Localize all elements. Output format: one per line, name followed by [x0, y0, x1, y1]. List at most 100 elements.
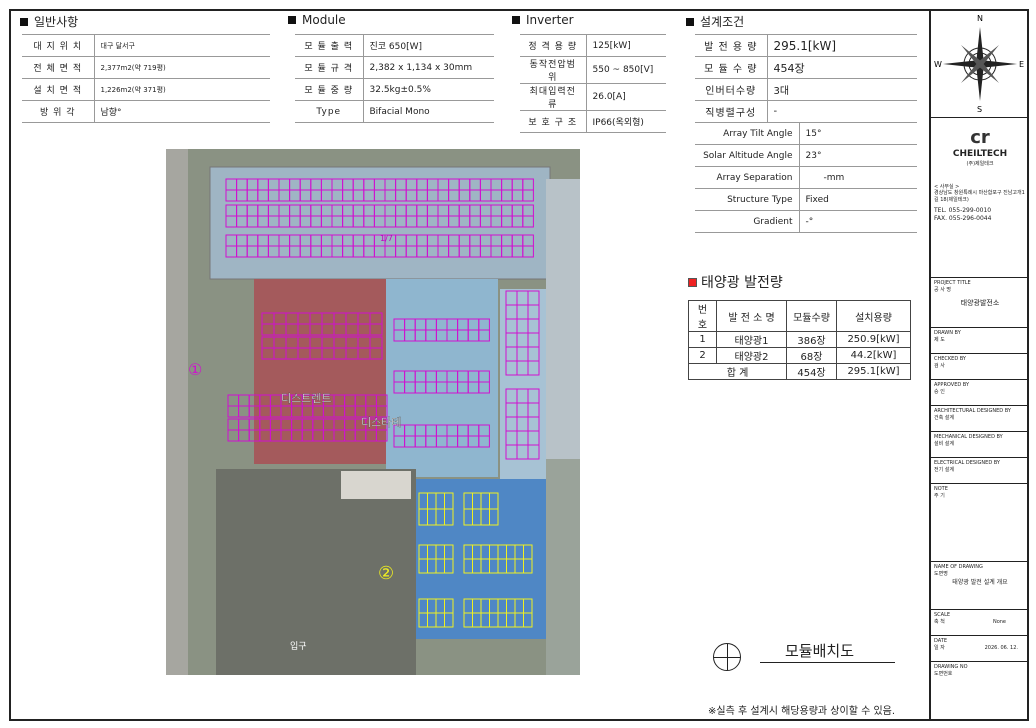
- label-cell: Gradient: [695, 210, 799, 233]
- area2-module-array: [418, 492, 533, 628]
- label-ko: 전기 설계: [934, 466, 954, 473]
- label-ko: 도면번호: [934, 670, 953, 677]
- label-cell: 정 격 용 량: [520, 34, 586, 57]
- table-cell: 44.2[kW]: [836, 347, 911, 364]
- inverter-heading: Inverter: [512, 13, 574, 27]
- label-cell: Solar Altitude Angle: [695, 144, 799, 167]
- value-cell: 남향°: [93, 100, 270, 123]
- title-underline: [760, 662, 895, 663]
- table-cell: 250.9[kW]: [836, 331, 911, 348]
- value-cell: -: [766, 100, 917, 123]
- label: SCALE: [934, 612, 951, 618]
- label-cell: 모 듈 수 량: [695, 56, 767, 79]
- site-map-drawing: ① ② 디스트렌트 디스타테 입구 1/7: [166, 149, 580, 675]
- value-cell: 진코 650[W]: [362, 34, 494, 57]
- solar-module: [375, 405, 388, 418]
- bullet-square-icon: [686, 17, 694, 26]
- area2-label: ②: [378, 563, 394, 584]
- company-sub: (주)제일테크: [966, 161, 994, 168]
- label: NOTE: [934, 486, 948, 492]
- fax: FAX. 055-296-0044: [934, 214, 992, 222]
- label-cell: Structure Type: [695, 188, 799, 211]
- tel: TEL. 055-299-0010: [934, 207, 992, 215]
- table-cell: 386장: [786, 331, 837, 348]
- section-mark-icon: [713, 643, 741, 671]
- bullet-square-icon: [20, 17, 28, 26]
- general-heading: 일반사항: [20, 13, 78, 30]
- value-cell: 23°: [798, 144, 917, 167]
- label-cell: 모 듈 규 격: [295, 56, 363, 79]
- label-ko: 설비 설계: [934, 440, 954, 447]
- inverter-heading-text: Inverter: [526, 13, 574, 27]
- label-ko: 도면명: [934, 570, 948, 577]
- table-row: Gradient-°: [695, 210, 917, 233]
- label-cell: 전 체 면 적: [22, 56, 94, 79]
- header-cell: 모듈수량: [786, 300, 837, 332]
- table-cell: 태양광2: [716, 347, 787, 364]
- drawing-name: 태양광 발전 설계 개요: [952, 579, 1008, 586]
- label: ARCHITECTURAL DESIGNED BY: [934, 408, 1011, 414]
- general-heading-text: 일반사항: [34, 15, 79, 29]
- label: DRAWN BY: [934, 330, 961, 336]
- bullet-square-icon: [288, 16, 296, 24]
- label: DRAWING NO: [934, 664, 968, 670]
- label-ko: 검 사: [934, 362, 945, 369]
- value-cell: 3대: [766, 78, 917, 101]
- solar-module: [489, 508, 499, 526]
- label-cell: 최대입력전류: [520, 83, 586, 111]
- solar-module: [527, 360, 540, 376]
- office-label: < 사무실 >: [934, 183, 960, 190]
- value-cell: 2,382 x 1,134 x 30mm: [362, 56, 494, 79]
- label-ko: 일 자: [934, 644, 945, 651]
- label: PROJECT TITLE: [934, 280, 971, 286]
- label-cell: Type: [295, 100, 363, 123]
- value-cell: 295.1[kW]: [766, 34, 917, 57]
- map-text-hq: 디스트렌트: [281, 392, 332, 405]
- company-logo: cr: [970, 127, 990, 148]
- compass-n: N: [977, 14, 983, 23]
- label-cell: 보 호 구 조: [520, 110, 586, 133]
- compass-s: S: [977, 105, 982, 114]
- map-text-entry: 입구: [290, 640, 307, 652]
- solar-module: [523, 558, 533, 574]
- label-cell: 모 듈 중 량: [295, 78, 363, 101]
- compass-e: E: [1019, 60, 1024, 69]
- date-value: 2026. 06. 12.: [984, 644, 1018, 651]
- compass-rose-icon: N S W E: [934, 14, 1024, 114]
- design-heading: 설계조건: [686, 13, 744, 30]
- solar-module: [369, 323, 383, 336]
- drawing-frame: [9, 9, 1029, 721]
- label-cell: 동작전압범위: [520, 56, 586, 84]
- solar-module: [478, 329, 490, 342]
- label-ko: 축 척: [934, 618, 945, 625]
- value-cell: Bifacial Mono: [362, 100, 494, 123]
- solar-module: [369, 347, 383, 360]
- label: ELECTRICAL DESIGNED BY: [934, 460, 1000, 466]
- value-cell: 2,377m2(약 719평): [93, 56, 270, 79]
- solar-module: [375, 429, 388, 442]
- table-cell: 68장: [786, 347, 837, 364]
- company-block: cr CHEILTECH (주)제일테크 < 사무실 > 경상남도 창원특례시 …: [931, 117, 1029, 239]
- table-row: 2 태양광2 68장 44.2[kW]: [688, 347, 911, 364]
- footnote: ※실측 후 설계시 해당용량과 상이할 수 있음.: [708, 706, 896, 717]
